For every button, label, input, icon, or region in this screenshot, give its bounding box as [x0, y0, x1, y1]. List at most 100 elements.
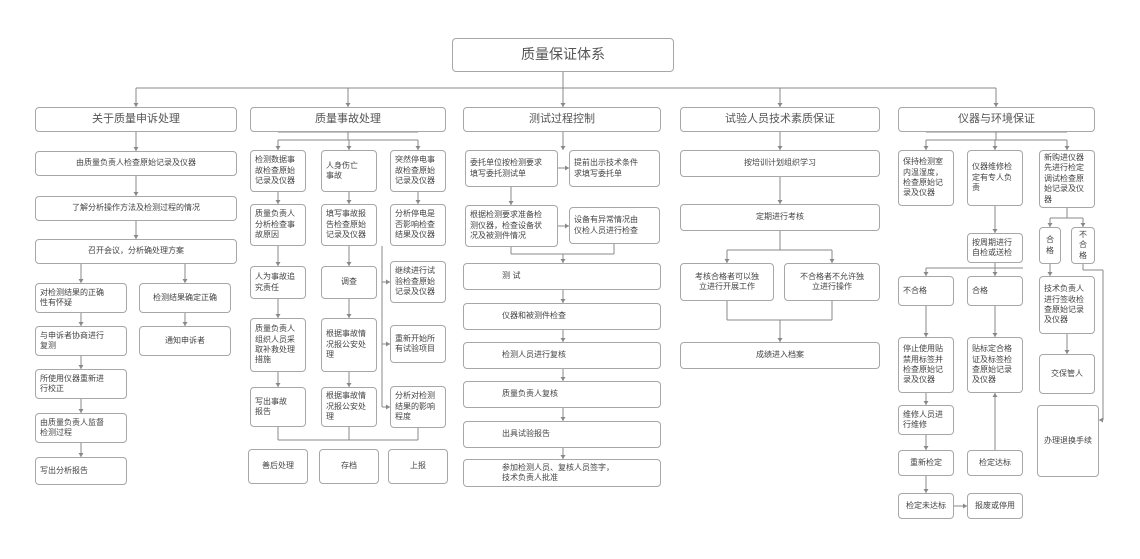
equipment-return-exchange: 办理退换手续 [1037, 405, 1099, 477]
arrow-head [963, 503, 967, 509]
arrow-head [346, 314, 352, 318]
arrow-head [1047, 272, 1053, 276]
arrow-head [992, 333, 998, 337]
appeal-doubt-result: 对检测结果的正确 性有怀疑 [35, 283, 127, 313]
equipment-qualified: 合格 [967, 276, 1023, 306]
arrow-head [993, 103, 999, 107]
equipment-periodic-check: 按周期进行 自检或送检 [967, 233, 1023, 263]
arrow-head [829, 259, 835, 263]
arrow-head [923, 272, 929, 276]
accident-remedy: 质量负责人 组织人员采 取补救处理 措施 [250, 318, 306, 372]
arrow-head [565, 165, 569, 171]
equipment-recalibrate: 重新检定 [898, 450, 954, 476]
appeal-negotiate-retest: 与申诉者协商进行 复测 [35, 326, 127, 356]
accident-human-liability: 人为事故追 究责任 [250, 266, 306, 299]
arrow-head [346, 200, 352, 204]
arrow-head [923, 333, 929, 337]
equipment-calibrate-pass: 检定达标 [967, 450, 1023, 476]
arrow-head [275, 146, 281, 150]
arrow-head [923, 446, 929, 450]
arrow-head [133, 147, 139, 151]
arrow-head [992, 229, 998, 233]
accident-fill-report: 填写事故报 告检查原始 记录及仪器 [321, 204, 377, 246]
arrow-head [1099, 417, 1103, 423]
arrow-head [560, 417, 566, 421]
equipment-hand-over: 交保管人 [1039, 354, 1095, 394]
arrow-head [275, 200, 281, 204]
arrow-head [415, 146, 421, 150]
arrow-head [560, 338, 566, 342]
arrow-head [78, 453, 84, 457]
arrow-head [415, 200, 421, 204]
appeal-step-check-records: 由质量负责人检查原始记录及仪器 [35, 151, 237, 176]
appeal-supervise: 由质量负责人监督 检测过程 [35, 413, 127, 443]
equipment-new-qualified: 合 格 [1039, 227, 1061, 264]
equipment-maintenance: 仪器维修检 定有专人负 责 [967, 150, 1023, 206]
testing-sign-approve: 参加检测人员、复核人员签字， 技术负责人批准 [463, 459, 661, 487]
staff-exam: 定期进行考核 [680, 204, 880, 231]
testing-fill-order: 委托单位按检测要求 填写委托测试单 [465, 150, 558, 187]
arrow-head [992, 146, 998, 150]
equipment-scrap: 报废或停用 [967, 493, 1023, 519]
arrow-head [777, 200, 783, 204]
accident-power-outage: 突然停电事 故检查原始 记录及仪器 [390, 150, 446, 192]
testing-header: 测试过程控制 [463, 107, 661, 132]
equipment-new-unqualified: 不 合 格 [1071, 227, 1095, 264]
arrow-head [386, 404, 390, 410]
arrow-head [560, 259, 566, 263]
arrow-head [992, 393, 998, 397]
arrow-head [346, 262, 352, 266]
arrow-head [777, 146, 783, 150]
arrow-head [386, 341, 390, 347]
arrow-head [565, 223, 569, 229]
accident-report-police-1: 根据事故情 况报公安处 理 [321, 318, 377, 372]
equipment-new-device: 新购进仪器 先进行检定 调试检查原 始记录及仪 器 [1039, 150, 1095, 208]
arrow-head [345, 103, 351, 107]
testing-tech-conditions: 提前出示技术条件 求填写委托单 [569, 150, 660, 187]
staff-header: 试验人员技术素质保证 [680, 107, 880, 132]
arrow-head [1047, 223, 1053, 227]
testing-issue-report: 出具试验报告 [463, 421, 661, 448]
staff-fail: 不合格者不允许独 立进行操作 [784, 263, 880, 301]
root-title: 质量保证体系 [452, 38, 674, 72]
accident-restart-all: 重新开始所 有试验项目 [390, 325, 446, 363]
arrow-head [923, 401, 929, 405]
arrow-head [923, 489, 929, 493]
equipment-calibrate-fail: 检定未达标 [898, 493, 954, 519]
accident-data-check: 检测数据事 故检查原始 记录及仪器 [250, 150, 306, 192]
testing-staff-review: 检测人员进行复核 [463, 342, 661, 369]
arrow-head [560, 377, 566, 381]
accident-write-report: 写出事故 报告 [250, 387, 306, 427]
equipment-stop-use: 停止使用贴 禁用标签并 检查原始记 录及仪器 [898, 337, 954, 393]
accident-analyze-impact: 分析对检测 结果的影响 程度 [390, 386, 446, 428]
appeal-step-understand-method: 了解分析操作方法及检测过程的情况 [35, 196, 237, 221]
arrow-head [133, 192, 139, 196]
appeal-step-meeting: 召开会议，分析确处理方案 [35, 239, 237, 264]
testing-prepare: 根据检测要求准备检 测仪器，检查设备状 况及被测件情况 [465, 205, 558, 247]
appeal-recalibrate: 所使用仪器重新进 行校正 [35, 369, 127, 399]
appeal-write-report: 写出分析报告 [35, 457, 127, 485]
testing-test: 测 试 [463, 263, 661, 290]
arrow-head [777, 338, 783, 342]
arrow-head [275, 383, 281, 387]
accident-investigate: 调查 [321, 266, 377, 299]
arrow-head [560, 299, 566, 303]
accident-analyze-outage: 分析停电是 否影响检查 结果及仪器 [390, 204, 446, 246]
equipment-lab-env: 保持检测室 内温湿度， 检查原始记 录及仪器 [898, 150, 954, 206]
appeal-result-correct: 检测结果确定正确 [139, 283, 231, 313]
arrow-head [78, 365, 84, 369]
staff-training: 按培训计划组织学习 [680, 150, 880, 177]
arrow-head [78, 279, 84, 283]
appeal-notify: 通知申诉者 [139, 326, 231, 356]
arrow-head [560, 103, 566, 107]
arrow-head [78, 409, 84, 413]
equipment-repair: 维修人员进 行维修 [898, 405, 954, 435]
arrow-head [182, 322, 188, 326]
accident-report-police-2: 根据事故情 况报公安处 理 [321, 387, 377, 427]
arrow-head [560, 455, 566, 459]
arrow-head [1064, 146, 1070, 150]
staff-pass: 考核合格者可以独 立进行开展工作 [680, 263, 774, 301]
equipment-unqualified: 不合格 [898, 276, 954, 306]
arrow-head [133, 235, 139, 239]
